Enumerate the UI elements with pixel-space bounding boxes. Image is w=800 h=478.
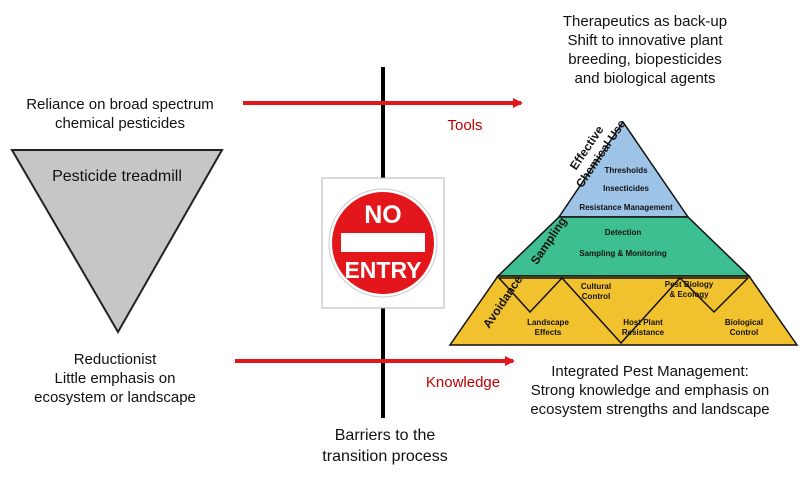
reductionist-text: Reductionist Little emphasis on ecosyste… — [34, 351, 196, 406]
ipm-pyramid: Thresholds Insecticides Resistance Manag… — [448, 117, 799, 346]
pesticide-treadmill-triangle — [10, 149, 224, 335]
landscape-effects-label-2: Effects — [535, 328, 562, 337]
biological-control-label-1: Biological — [725, 318, 763, 327]
cultural-control-label-1: Cultural — [581, 282, 611, 291]
cell-divider-right — [678, 277, 750, 314]
host-plant-cell — [560, 277, 682, 345]
no-entry-sign: NO ENTRY — [321, 177, 445, 309]
resistance-management-label: Resistance Management — [579, 203, 673, 212]
thresholds-label: Thresholds — [604, 166, 648, 175]
host-plant-label-1: Host Plant — [623, 318, 663, 327]
cell-divider-left — [497, 277, 564, 314]
pest-biology-label-2: & Ecology — [669, 290, 709, 299]
knowledge-label: Knowledge — [426, 374, 500, 391]
pest-biology-label-1: Pest Biology — [665, 280, 714, 289]
biological-control-label-2: Control — [730, 328, 758, 337]
therapeutics-text: Therapeutics as back-up Shift to innovat… — [562, 13, 728, 87]
host-plant-label-2: Resistance — [622, 328, 665, 337]
treadmill-label: Pesticide treadmill — [52, 168, 182, 185]
detection-label: Detection — [605, 228, 642, 237]
no-text: NO — [364, 201, 402, 229]
sampling-monitoring-label: Sampling & Monitoring — [579, 249, 667, 258]
barriers-caption: Barriers to the transition process — [322, 427, 448, 465]
cultural-control-label-2: Control — [582, 292, 610, 301]
tools-label: Tools — [447, 117, 482, 134]
insecticides-label: Insecticides — [603, 184, 649, 193]
chemical-pesticides-text: Reliance on broad spectrum chemical pest… — [26, 96, 214, 132]
ipm-text: Integrated Pest Management: Strong knowl… — [530, 363, 770, 418]
entry-text: ENTRY — [344, 257, 421, 283]
landscape-effects-label-1: Landscape — [527, 318, 569, 327]
no-entry-icon — [328, 188, 438, 298]
